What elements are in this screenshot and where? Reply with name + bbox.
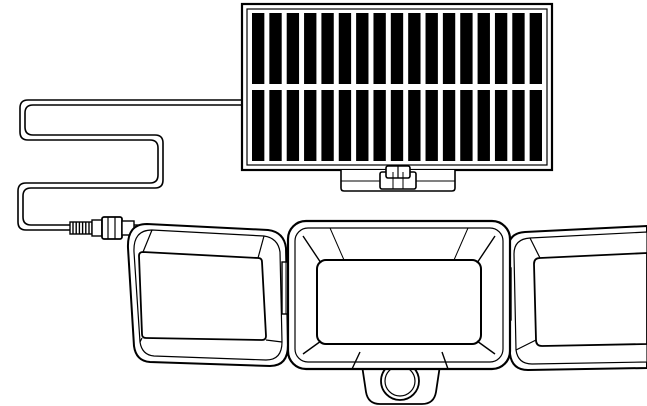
solar-cell — [390, 90, 404, 161]
solar-cell — [494, 90, 508, 161]
solar-cell — [408, 90, 421, 161]
solar-cell — [252, 13, 265, 84]
connector-plug — [69, 216, 150, 240]
solar-cell — [252, 90, 265, 161]
solar-cell — [529, 90, 542, 161]
power-cable — [17, 99, 242, 231]
solar-cell — [477, 13, 490, 84]
solar-cell — [356, 90, 369, 161]
solar-cell — [425, 90, 438, 161]
solar-cell — [304, 90, 317, 161]
solar-cell — [373, 13, 386, 84]
solar-cell — [356, 13, 369, 84]
solar-cell — [286, 90, 300, 161]
right-light-head — [502, 224, 647, 372]
motion-sensor-trim — [351, 351, 449, 370]
solar-cell — [477, 90, 490, 161]
solar-cell — [494, 13, 508, 84]
solar-cell — [338, 13, 352, 84]
solar-cell — [512, 13, 525, 84]
solar-cell — [304, 13, 317, 84]
solar-cell — [425, 13, 438, 84]
left-light-head — [126, 222, 291, 368]
solar-cell — [269, 13, 282, 84]
center-light-head — [286, 219, 512, 371]
solar-cell — [442, 90, 456, 161]
solar-cell — [529, 13, 542, 84]
solar-cell — [460, 13, 473, 84]
solar-cell — [460, 90, 473, 161]
solar-cell — [512, 90, 525, 161]
solar-cell — [286, 13, 300, 84]
solar-cell — [373, 90, 386, 161]
mounting-bracket — [340, 165, 456, 192]
solar-cell — [390, 13, 404, 84]
solar-cell — [408, 13, 421, 84]
solar-panel — [240, 2, 554, 172]
solar-cell — [321, 90, 334, 161]
solar-cell — [338, 90, 352, 161]
solar-cell — [321, 13, 334, 84]
solar-cell — [269, 90, 282, 161]
solar-cell — [442, 13, 456, 84]
